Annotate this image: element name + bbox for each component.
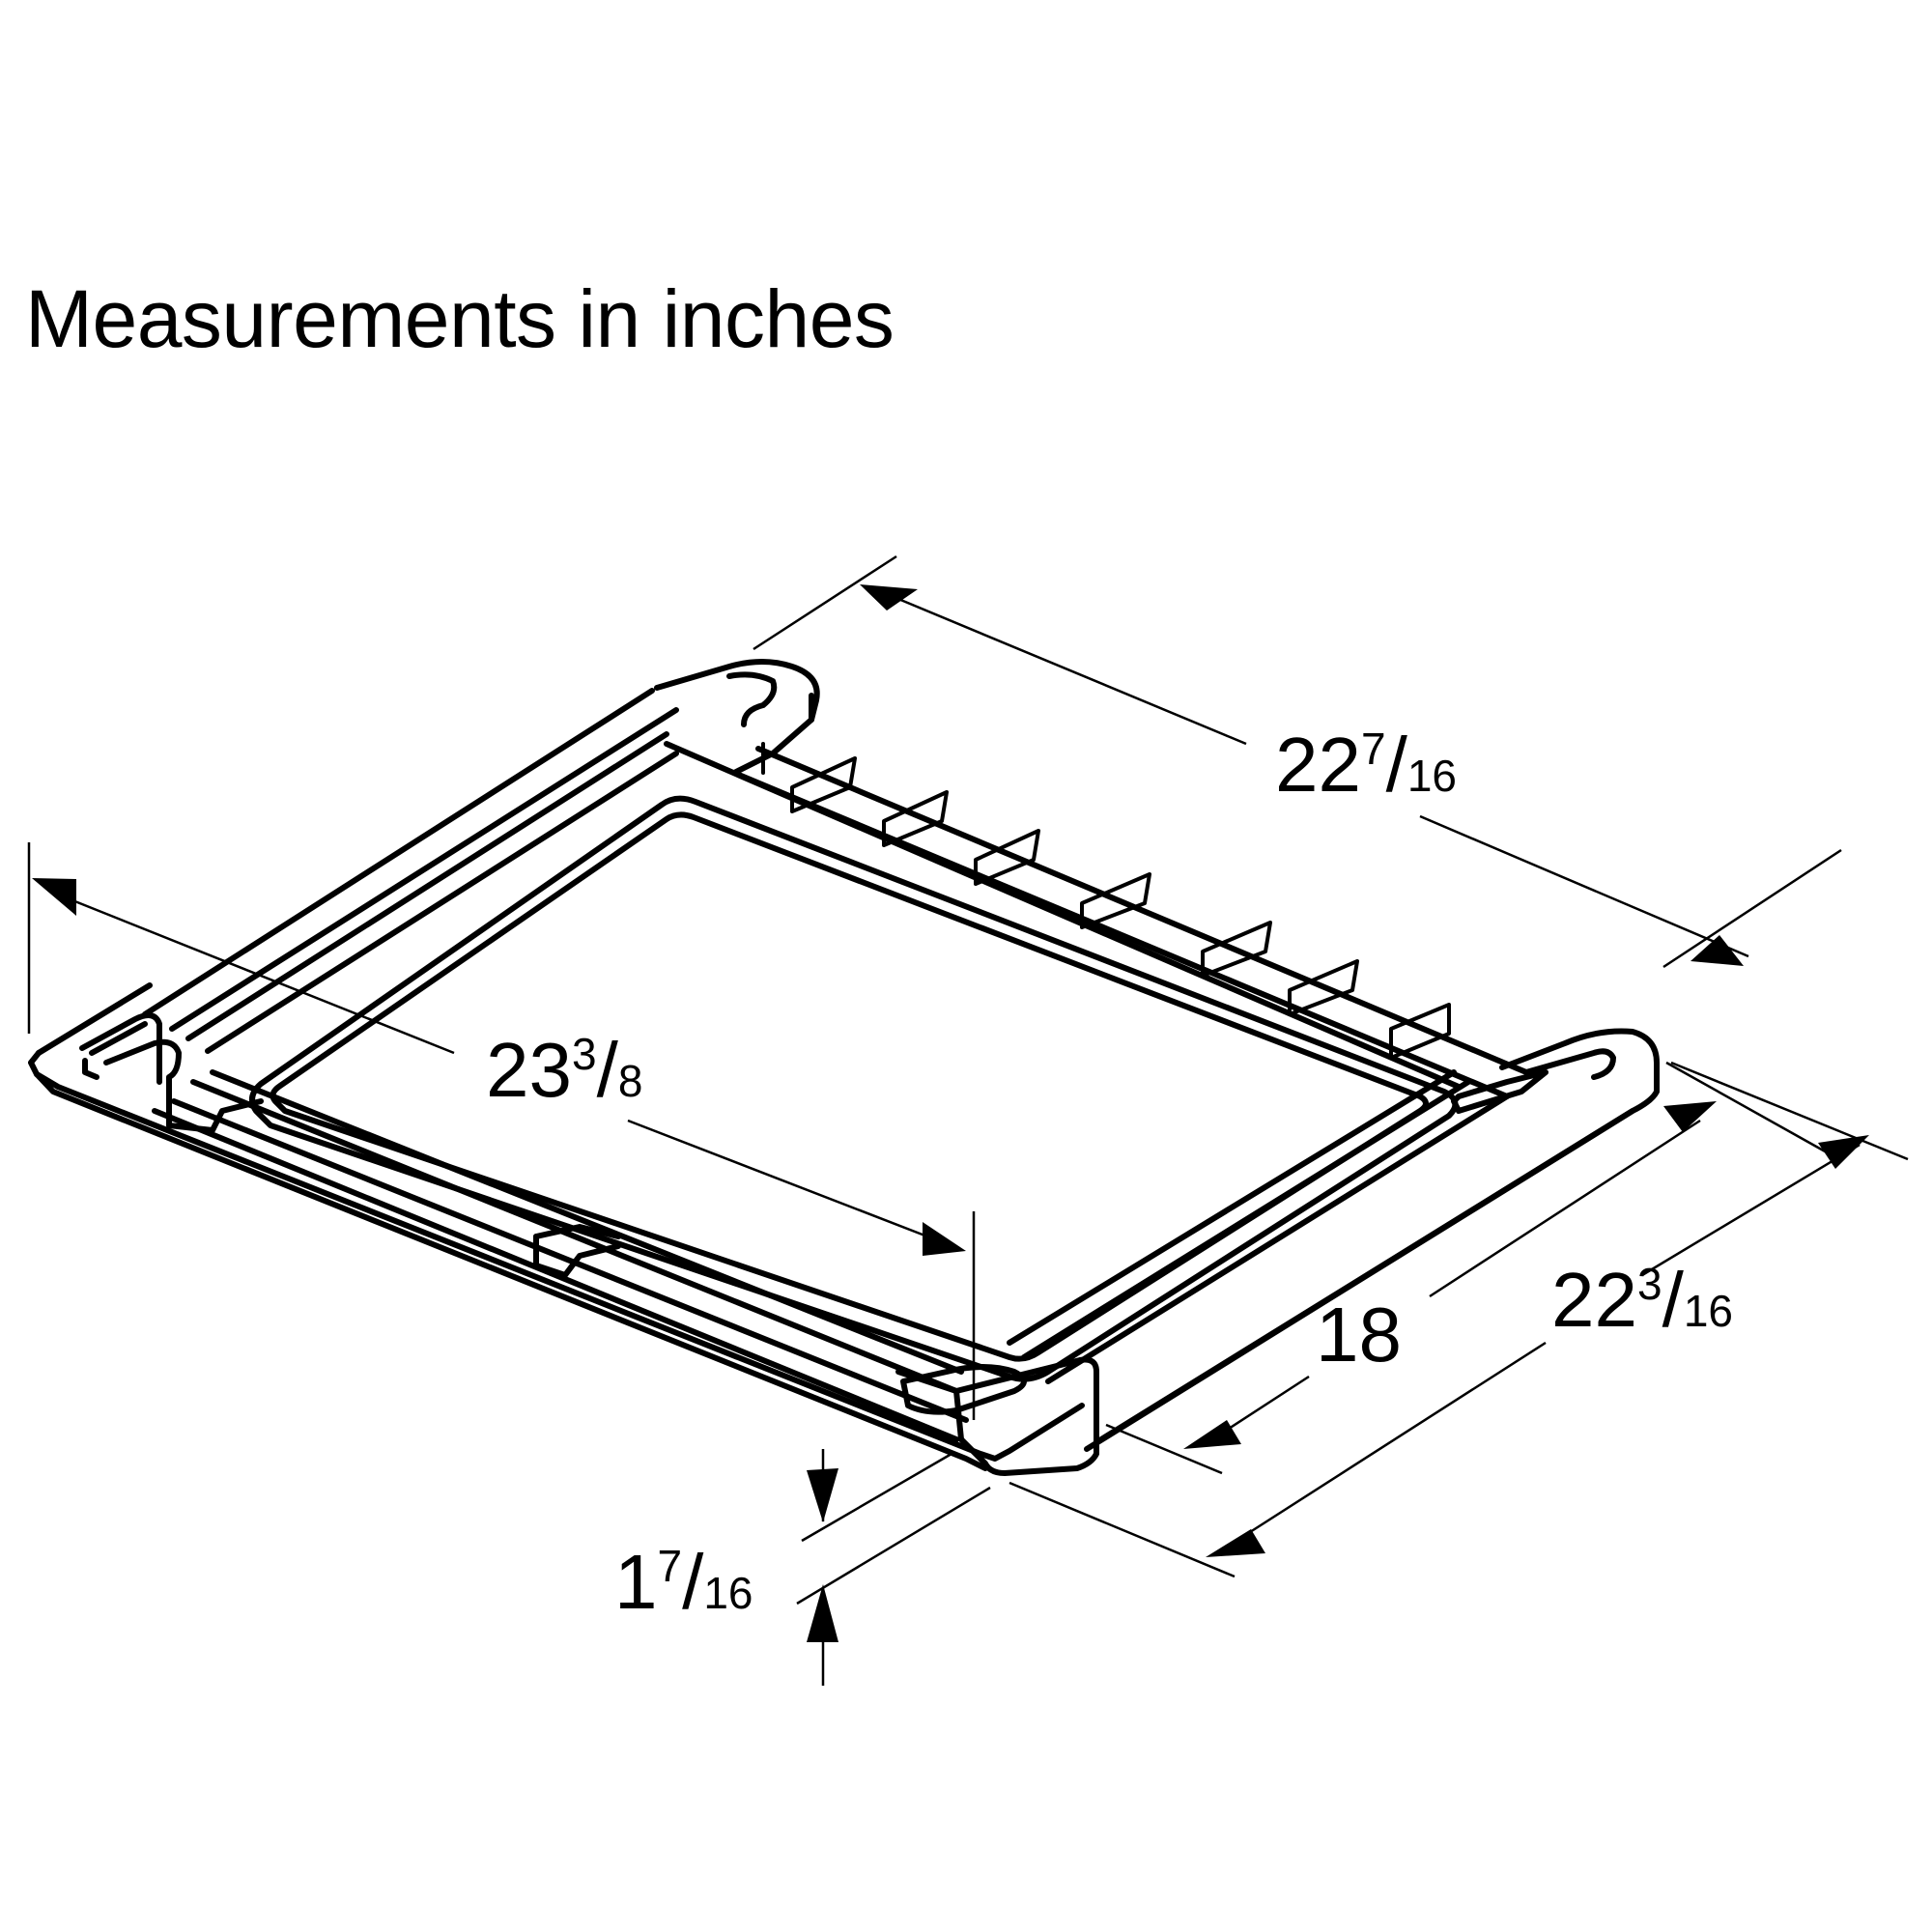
label-whole: 1 [614, 1539, 658, 1625]
label-denominator: 16 [1406, 751, 1457, 801]
label-numerator: 3 [571, 1029, 597, 1079]
label-numerator: 7 [657, 1541, 683, 1591]
label-denominator: 8 [617, 1056, 643, 1106]
dim-depth-top [753, 554, 1842, 969]
label-whole: 22 [1551, 1257, 1637, 1343]
label-denominator: 16 [703, 1568, 753, 1618]
label-whole: 23 [486, 1027, 572, 1113]
page-title: Measurements in inches [25, 273, 895, 364]
rail-tabs [761, 742, 1451, 1060]
label-whole: 22 [1275, 722, 1361, 808]
dim-inner-depth [1105, 1061, 1836, 1475]
dim-height [796, 1449, 991, 1686]
label-outer-depth: 223/16 [1551, 1257, 1733, 1343]
inner-window [249, 795, 1459, 1382]
dim-width-inner [27, 842, 976, 1420]
dim-outer-depth [1009, 1061, 1909, 1578]
label-inner-depth: 18 [1316, 1296, 1402, 1374]
label-depth-top: 227/16 [1275, 722, 1457, 808]
label-denominator: 16 [1683, 1286, 1733, 1336]
label-whole: 18 [1316, 1292, 1402, 1378]
label-numerator: 3 [1636, 1259, 1662, 1309]
label-width-inner: 233/8 [486, 1027, 643, 1113]
label-numerator: 7 [1360, 724, 1386, 774]
label-height: 17/16 [614, 1539, 753, 1625]
